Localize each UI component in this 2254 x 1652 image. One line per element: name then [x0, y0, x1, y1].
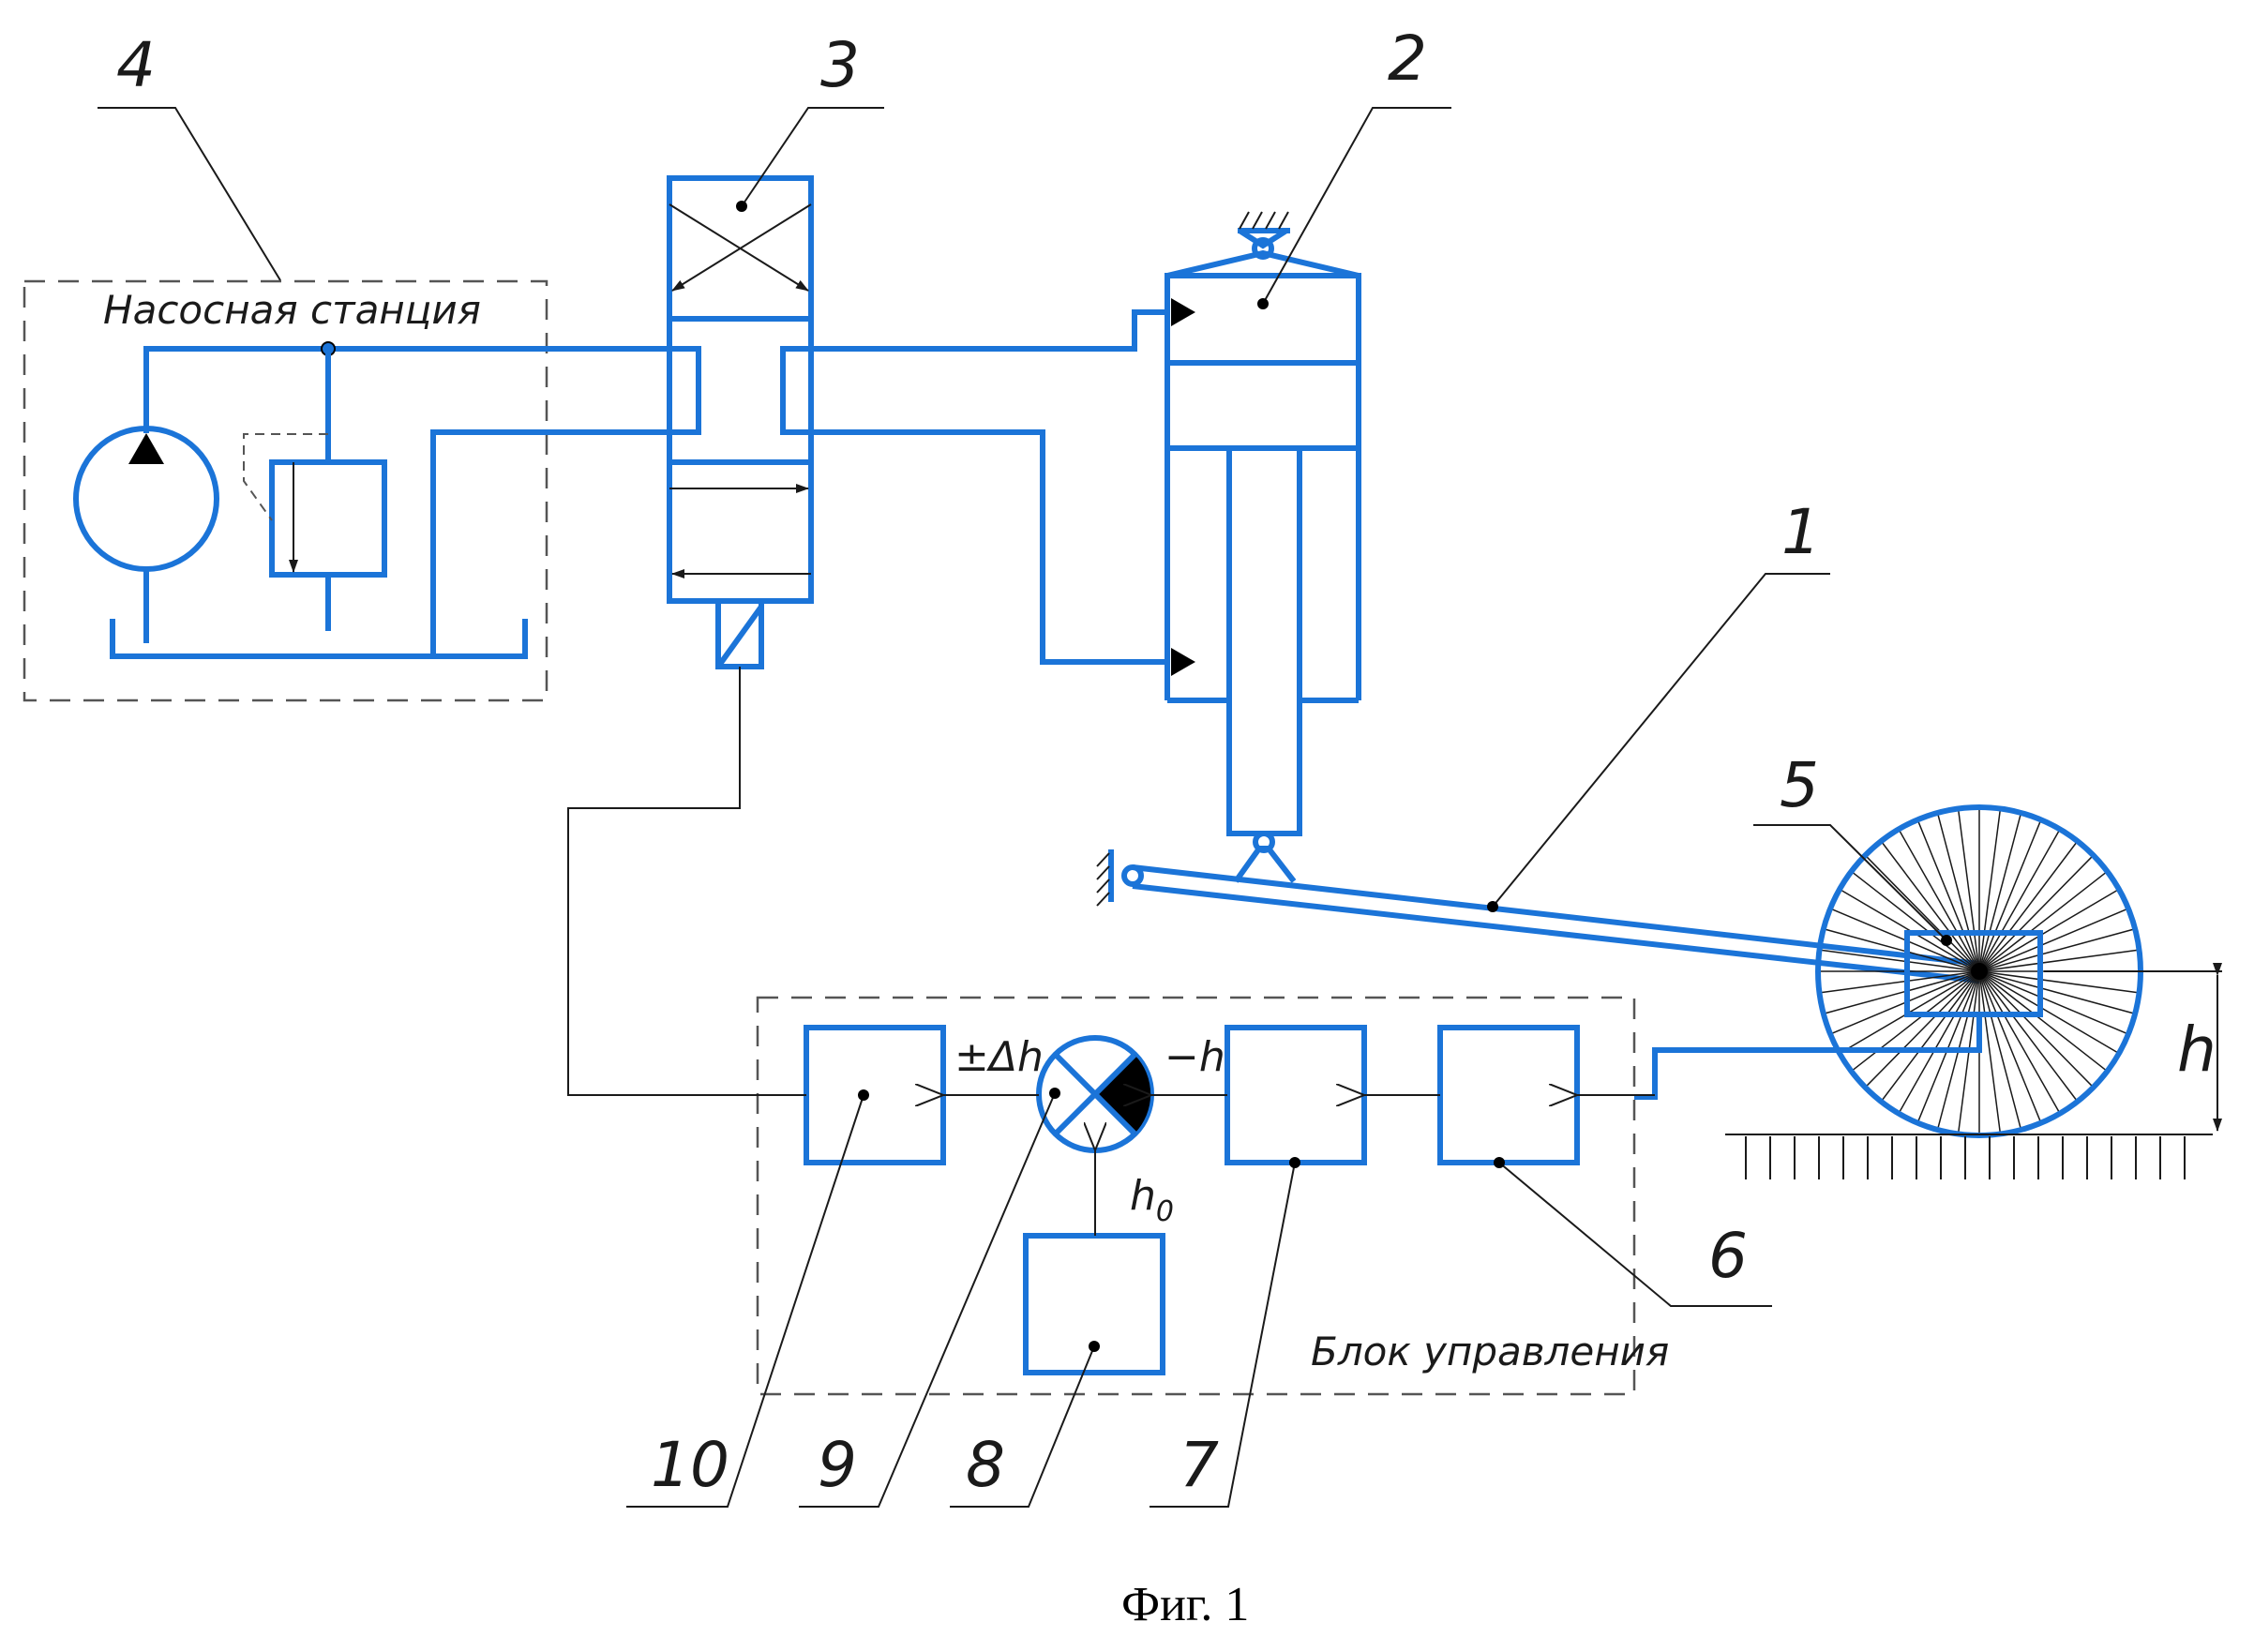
wheel-spoke [1900, 831, 1979, 971]
control-block: Блок управления ±Δh −h h0 [758, 998, 1669, 1394]
tank-icon [113, 619, 525, 656]
callout-8: 8 [966, 1429, 1005, 1501]
callout-5: 5 [1780, 749, 1819, 821]
callout-4: 4 [116, 29, 156, 101]
wheel-spoke [1979, 971, 2133, 1014]
minus-h-label: −h [1165, 1033, 1225, 1081]
wheel-spoke [1979, 971, 2092, 1086]
callout-3: 3 [820, 29, 860, 101]
callout-10: 10 [651, 1429, 729, 1501]
pump-station-boundary [24, 281, 547, 700]
block-8-setpoint [1026, 1236, 1163, 1373]
block-6 [1440, 1028, 1577, 1163]
wheel-spoke [1826, 971, 1979, 1014]
wheel-spoke [1979, 857, 2092, 971]
callout-6: 6 [1708, 1220, 1748, 1292]
cylinder-line-b [811, 432, 1167, 662]
solenoid-icon [718, 601, 761, 667]
callout-2: 2 [1388, 23, 1427, 95]
wheel-spoke [1867, 971, 1979, 1086]
fixed-support-icon [1097, 853, 1109, 906]
figure-caption: Фиг. 1 [1121, 1578, 1249, 1631]
wheel-spoke [1979, 831, 2059, 971]
control-block-label: Блок управления [1311, 1329, 1669, 1374]
block-10 [806, 1028, 943, 1163]
cylinder-line-a [811, 312, 1167, 349]
sensor-line [1634, 1014, 1979, 1097]
block-7 [1227, 1028, 1364, 1163]
delta-h-label: ±Δh [954, 1033, 1044, 1081]
h0-label: h0 [1130, 1172, 1174, 1228]
directional-valve [669, 178, 811, 667]
callout-9: 9 [818, 1429, 857, 1501]
wheel-spoke [1900, 971, 1979, 1112]
wheel-spoke [1979, 815, 2021, 971]
height-label: h [2177, 1014, 2216, 1086]
wheel-spoke [1938, 815, 1979, 971]
wheel-spoke [1979, 971, 2059, 1112]
relief-valve-icon [244, 349, 384, 631]
pump-station: Насосная станция [24, 281, 699, 700]
pressure-line [146, 349, 699, 433]
return-line [433, 432, 699, 656]
callout-7: 7 [1180, 1429, 1219, 1501]
wheel-spoke [1979, 971, 2021, 1128]
pump-station-label: Насосная станция [103, 287, 481, 333]
pump-icon [76, 428, 217, 643]
callout-1: 1 [1781, 496, 1821, 568]
hydraulic-cylinder [1167, 212, 1359, 881]
solenoid-control-line [568, 667, 806, 1095]
ground-icon [1725, 1134, 2213, 1179]
